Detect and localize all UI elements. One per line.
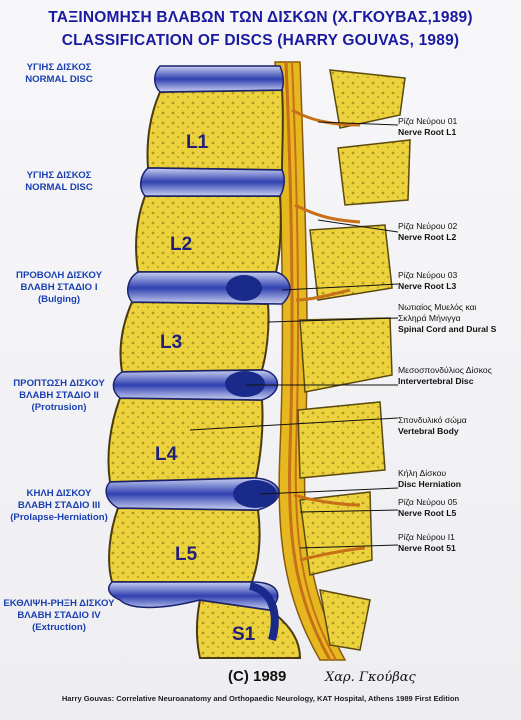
vertebra-label: L3 [160,332,182,353]
left-label-extrusion: ΕΚΘΛΙΨΗ-ΡΗΞΗ ΔΙΣΚΟΥ ΒΛΑΒΗ ΣΤΑΔΙΟ IV (Ext… [3,598,115,633]
vertebra-label: L5 [175,544,198,565]
cauda-equina-nerve [291,61,337,661]
right-label-vertebral-body: Σπονδυλικό σώμα Vertebral Body [398,415,467,436]
right-label-nerve-root-l2: Ρίζα Νεύρου 02 Nerve Root L2 [398,221,458,242]
right-label-nerve-root-l3: Ρίζα Νεύρου 03 Nerve Root L3 [398,270,458,291]
leader-lines [189,121,399,549]
vertebra-label: L1 [186,132,209,153]
right-label-spinal-cord: Νωτιαίος Μυελός και Σκληρά Μήνιγγα Spina… [398,302,497,334]
left-label-normal-disc: ΥΓΙΗΣ ΔΙΣΚΟΣ NORMAL DISC [25,170,93,193]
right-label-nerve-root-l1: Ρίζα Νεύρου 01 Nerve Root L1 [398,116,458,137]
title-greek: ΤΑΞΙΝΟΜΗΣΗ ΒΛΑΒΩΝ ΤΩΝ ΔΙΣΚΩΝ (Χ.ΓΚΟΥΒΑΣ,… [48,9,473,26]
right-label-nerve-root-l5: Ρίζα Νεύρου 05 Nerve Root L5 [398,497,458,518]
left-label-protrusion: ΠΡΟΠΤΩΣΗ ΔΙΣΚΟΥ ΒΛΑΒΗ ΣΤΑΔΙΟ ΙΙ (Protrus… [13,378,105,413]
left-label-bulging: ΠΡΟΒΟΛΗ ΔΙΣΚΟΥ ΒΛΑΒΗ ΣΤΑΔΙΟ Ι (Bulging) [16,270,102,305]
right-label-nerve-root-s1: Ρίζα Νεύρου Ι1 Nerve Root 51 [398,532,456,553]
right-label-disc-herniation: Κήλη Δίσκου Disc Herniation [398,468,462,489]
right-label-intervertebral-disc: Μεσοσπονδύλιος Δίσκος Intervertebral Dis… [398,365,492,386]
intervertebral-discs [105,65,291,642]
nerve-roots [291,108,366,562]
left-label-normal-disc: ΥΓΙΗΣ ΔΙΣΚΟΣ NORMAL DISC [25,62,93,85]
vertebra-label: L2 [170,234,192,255]
signature: Χαρ. Γκούβας [325,670,416,685]
title-english: CLASSIFICATION OF DISCS (HARRY GOUVAS, 1… [61,32,460,49]
posterior-elements [297,69,411,651]
credit-line: Harry Gouvas: Correlative Neuroanatomy a… [61,694,460,703]
cauda-equina-nerve [284,61,332,661]
vertebra-label: L4 [155,444,178,465]
left-label-herniation: ΚΗΛΗ ΔΙΣΚΟΥ ΒΛΑΒΗ ΣΤΑΔΙΟ ΙΙΙ (Prolapse-H… [10,488,108,523]
copyright: (C) 1989 [228,668,287,685]
vertebra-label: S1 [232,624,256,645]
